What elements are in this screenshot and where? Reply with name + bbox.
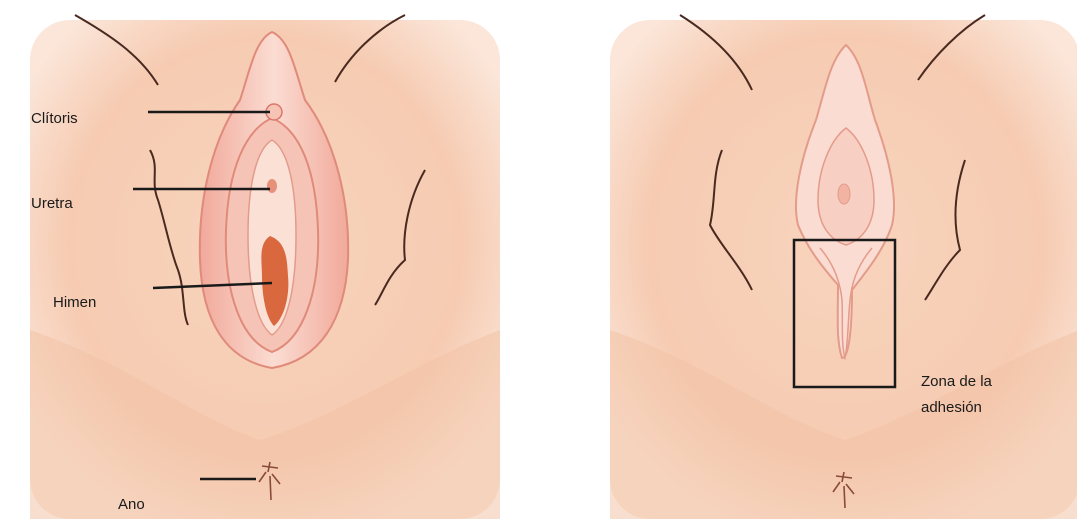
label-hymen: Himen (53, 293, 96, 313)
right-illustration (610, 15, 1077, 519)
left-illustration (30, 15, 500, 519)
label-adhesion-line1: Zona de la (921, 372, 992, 392)
urethra-shape (267, 179, 277, 193)
right-urethra-shape (838, 184, 850, 204)
label-adhesion-line2: adhesión (921, 398, 982, 418)
label-urethra: Uretra (31, 194, 73, 214)
label-anus: Ano (118, 495, 145, 515)
label-clitoris: Clítoris (31, 109, 78, 129)
